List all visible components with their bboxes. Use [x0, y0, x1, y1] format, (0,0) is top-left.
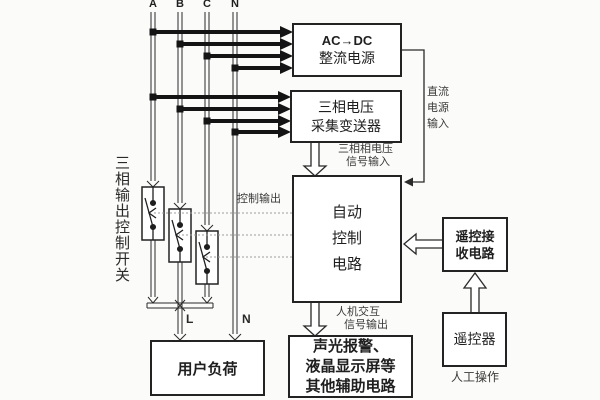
phase-signal-label: 三相相电压 信号输入 [338, 143, 393, 169]
dc-input-line2: 电源 [427, 102, 449, 114]
switch-symbol-c [198, 231, 211, 284]
hmi-signal-arrow-icon [302, 303, 328, 337]
user-load-label: 用户负荷 [177, 360, 238, 378]
phase-label-b: B [176, 0, 184, 10]
hmi-signal-line1: 人机交互 [336, 306, 380, 318]
rectifier-label-line1: AC→DC [321, 33, 373, 48]
rectifier-box: AC→DC 整流电源 [292, 23, 402, 77]
voltage-transmitter-box: 三相电压 采集变送器 [290, 90, 402, 143]
control-output-label: 控制输出 [237, 193, 281, 205]
remote-receiver-label-line2: 收电路 [455, 245, 495, 261]
hmi-signal-label: 人机交互 信号输出 [336, 306, 388, 332]
switch-symbols [144, 187, 211, 284]
rectifier-feed-arrows [153, 26, 293, 74]
user-load-box: 用户负荷 [150, 340, 265, 396]
remote-receiver-box: 遥控接 收电路 [442, 217, 508, 272]
arrow-down-icon [147, 296, 159, 304]
transmitter-label-line1: 三相电压 [318, 98, 374, 115]
switch-group-label: 三相输出控制开关 [113, 155, 130, 283]
auto-control-circuit-box: 自动 控制 电路 [292, 175, 402, 303]
hmi-signal-line2: 信号输出 [344, 319, 388, 331]
dc-input-label: 直流 电源 输入 [427, 84, 449, 132]
remote-controller-label: 遥控器 [453, 331, 496, 347]
remote-controller-box: 遥控器 [442, 312, 507, 367]
controller-label-line2: 控制 [331, 230, 362, 247]
transmitter-label-line2: 采集变送器 [311, 117, 381, 134]
aux-label-line3: 其他辅助电路 [305, 377, 396, 395]
phase-signal-line2: 信号输入 [346, 156, 390, 168]
arrow-down-icon [173, 202, 187, 210]
wire-n [228, 12, 242, 341]
wire-n-label: N [242, 312, 251, 326]
transmitter-feed-arrows [153, 91, 291, 138]
controller-label-line1: 自动 [331, 204, 362, 221]
aux-circuits-box: 声光报警、 液晶显示屏等 其他辅助电路 [288, 335, 413, 398]
manual-operation-label: 人工操作 [450, 370, 499, 384]
transmitter-junction-dots [149, 93, 239, 136]
aux-label-line2: 液晶显示屏等 [305, 357, 396, 375]
arrow-down-icon [200, 224, 214, 232]
junction-x-icon [174, 299, 186, 312]
actuator-arrow-icon [201, 251, 211, 263]
rectifier-junction-dots [149, 28, 239, 72]
bus-bar [146, 299, 214, 312]
controller-label-line3: 电路 [331, 256, 362, 273]
arrow-left-icon [404, 177, 413, 187]
phase-wires [146, 12, 242, 341]
phase-signal-arrow-icon [302, 143, 328, 177]
actuator-arrow-icon [147, 207, 157, 219]
remote-up-arrow-icon [462, 271, 488, 312]
arrow-down-icon [201, 296, 213, 304]
phase-signal-line1: 三相相电压 [338, 143, 393, 155]
aux-label-line1: 声光报警、 [312, 337, 388, 355]
remote-signal-arrow-icon [402, 232, 442, 256]
switch-output-wires [147, 240, 213, 341]
arrow-down-icon [146, 180, 160, 188]
rectifier-label-line2: 整流电源 [319, 50, 375, 66]
dc-input-line3: 输入 [427, 118, 449, 130]
phase-label-a: A [149, 0, 157, 10]
actuator-arrow-icon [174, 229, 184, 241]
switch-symbol-a [144, 187, 157, 240]
dc-input-line1: 直流 [427, 86, 449, 98]
phase-label-c: C [203, 0, 211, 10]
switch-symbol-b [171, 209, 184, 262]
control-output-lines [152, 212, 292, 258]
remote-receiver-label-line1: 遥控接 [455, 228, 495, 244]
dc-power-line [402, 49, 425, 187]
phase-label-n: N [231, 0, 239, 10]
wire-l-label: L [186, 312, 194, 326]
